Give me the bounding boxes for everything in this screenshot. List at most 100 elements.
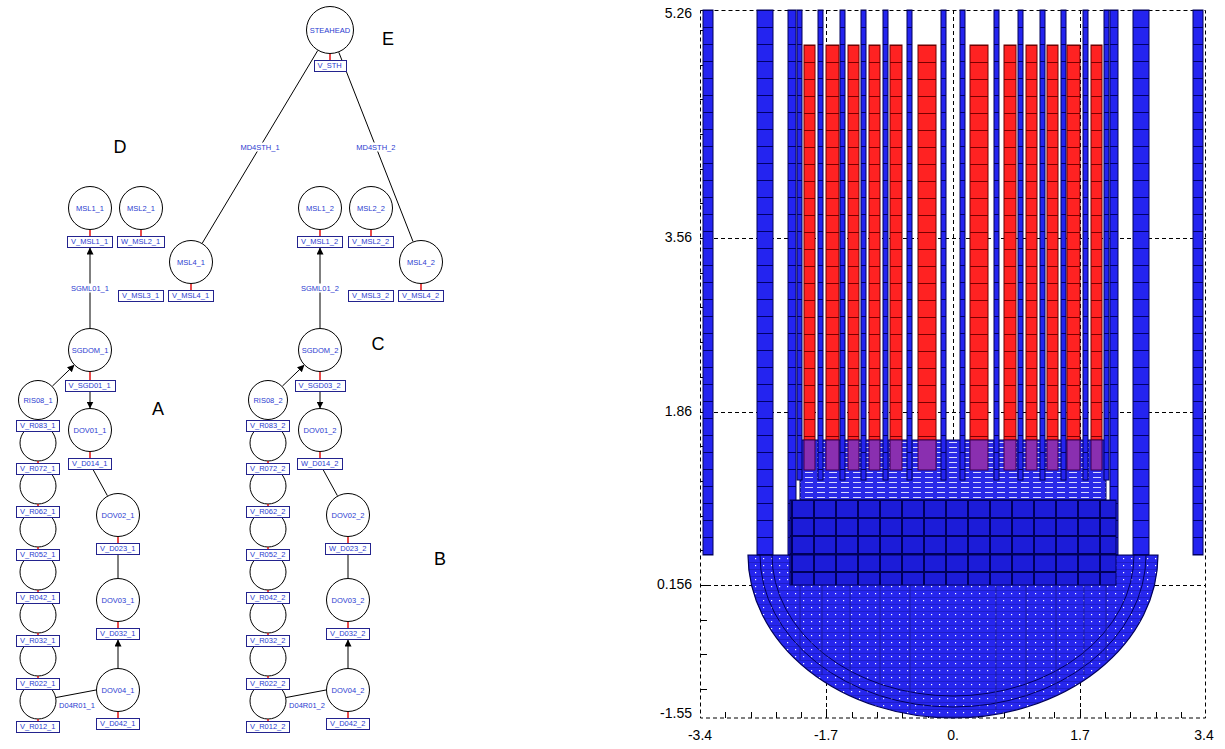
- junction-name: V_MSL2_2: [352, 237, 390, 247]
- core-channels: [1004, 45, 1016, 440]
- core-channels: [918, 45, 936, 440]
- grid-lines: [700, 412, 1206, 413]
- junction-name: V_MSL3_2: [352, 291, 390, 301]
- volume-circle: DOV04_2: [326, 668, 370, 712]
- circle-outline: [327, 669, 370, 712]
- valve-link: [89, 372, 91, 380]
- valve-link: [38, 461, 268, 721]
- region-letter: D: [114, 138, 127, 158]
- junction-box: V_R083_2: [246, 420, 290, 432]
- lower-head: [760, 555, 1146, 707]
- junction-box: V_D042_1: [96, 718, 140, 730]
- junction-box: V_MSL4_2: [398, 290, 444, 302]
- region-letter: B: [434, 550, 446, 570]
- volume-name: DOV03_1: [102, 596, 135, 605]
- grid-lines: [700, 10, 1206, 718]
- circle-outline: [97, 669, 140, 712]
- junction-name: W_D023_2: [329, 544, 367, 554]
- volume-circle: DOV01_1: [68, 408, 112, 452]
- circle-outline: [69, 187, 112, 230]
- junction-name: V_R083_1: [20, 421, 56, 431]
- junction-box: V_R072_1: [16, 463, 60, 475]
- volume-name: MSL4_2: [407, 258, 435, 267]
- region-letter: A: [152, 400, 164, 420]
- junction-name: V_R042_2: [250, 593, 286, 603]
- grid-lines: [700, 238, 1206, 239]
- bypass-columns: [960, 10, 965, 480]
- volume-name: RIS08_2: [253, 396, 282, 405]
- core-inlet-cells: [1004, 440, 1016, 470]
- junction-box: V_SGD03_2: [295, 380, 346, 392]
- junction-name: V_R072_2: [250, 464, 286, 474]
- junction-box: V_R052_1: [16, 549, 60, 561]
- core-inlet-cells: [804, 440, 1102, 470]
- downcomer-columns: [757, 10, 773, 555]
- bypass-columns: [1104, 10, 1109, 480]
- volume-name: MSL1_1: [76, 204, 104, 213]
- volume-name: SGDOM_1: [72, 346, 109, 355]
- volume-name: DOV03_2: [332, 596, 365, 605]
- region-letter: E: [382, 30, 394, 50]
- bypass-columns: [994, 10, 999, 480]
- core-inlet-cells: [1067, 440, 1080, 470]
- circle-outline: [350, 187, 393, 230]
- lower-plenum: [790, 500, 1116, 555]
- axis-value: 1.7: [1070, 728, 1089, 743]
- junction-name: V_R012_2: [250, 722, 286, 732]
- downcomer-columns: [703, 10, 1203, 555]
- bypass-columns: [840, 10, 845, 480]
- core-inlet-cells: [826, 440, 839, 470]
- junction-box: V_R012_1: [16, 721, 60, 733]
- junction-box: V_R022_1: [16, 678, 60, 690]
- junction-name: V_R012_1: [20, 722, 56, 732]
- volume-circle: SGDOM_1: [68, 328, 112, 372]
- bypass-columns: [1018, 10, 1023, 480]
- core-channels: [890, 45, 902, 440]
- core-inlet-cells: [890, 440, 902, 470]
- core-channels: [1047, 45, 1058, 440]
- junction-box: W_MSL2_1: [117, 236, 165, 248]
- bypass-columns: [907, 10, 912, 480]
- core-inlet-cells: [1091, 440, 1102, 470]
- junction-name: V_MSL4_2: [402, 291, 440, 301]
- grid-lines: [701, 11, 1206, 719]
- junction-box: V_R042_1: [16, 592, 60, 604]
- bypass-columns: [797, 10, 802, 480]
- circle-outline: [307, 7, 354, 54]
- flow-connector: [118, 640, 119, 668]
- volume-name: STEAHEAD: [310, 26, 350, 35]
- circle-outline: [69, 409, 112, 452]
- junction-name: D04R01_2: [289, 702, 325, 710]
- circle-outline: [97, 494, 140, 537]
- junction-box: V_D032_2: [326, 628, 370, 640]
- junction-box: V_SGD01_1: [65, 380, 116, 392]
- volume-circle: STEAHEAD: [306, 6, 354, 54]
- volume-name: MSL2_2: [357, 204, 385, 213]
- junction-name: V_SGD01_1: [69, 381, 112, 391]
- junction-name: V_MSL4_1: [172, 291, 210, 301]
- volume-name: DOV01_2: [304, 426, 337, 435]
- core-inlet-cells: [1026, 440, 1037, 470]
- volume-circle: DOV03_2: [326, 578, 370, 622]
- flow-connector: [118, 555, 119, 578]
- core-channels: [1026, 45, 1037, 440]
- core-inlet-cells: [869, 440, 880, 470]
- flow-connector: [93, 470, 107, 496]
- junction-box: V_R032_2: [246, 635, 290, 647]
- junction-box: V_MSL3_2: [348, 290, 394, 302]
- junction-box: V_D014_1: [68, 458, 112, 470]
- core-inlet-cells: [848, 440, 859, 470]
- core-channels: [804, 45, 815, 440]
- junction-box: V_MSL4_1: [168, 290, 214, 302]
- downcomer-columns: [1110, 10, 1118, 555]
- junction-name: V_STH: [318, 61, 343, 71]
- junction-box: V_D032_1: [96, 628, 140, 640]
- junction-name: V_D032_1: [100, 629, 136, 639]
- junction-box: V_R052_2: [246, 549, 290, 561]
- junction-name: V_R083_2: [250, 421, 286, 431]
- volume-circle: MSL2_2: [349, 186, 393, 230]
- circle-outline: [69, 329, 112, 372]
- axis-value: 1.86: [665, 404, 692, 419]
